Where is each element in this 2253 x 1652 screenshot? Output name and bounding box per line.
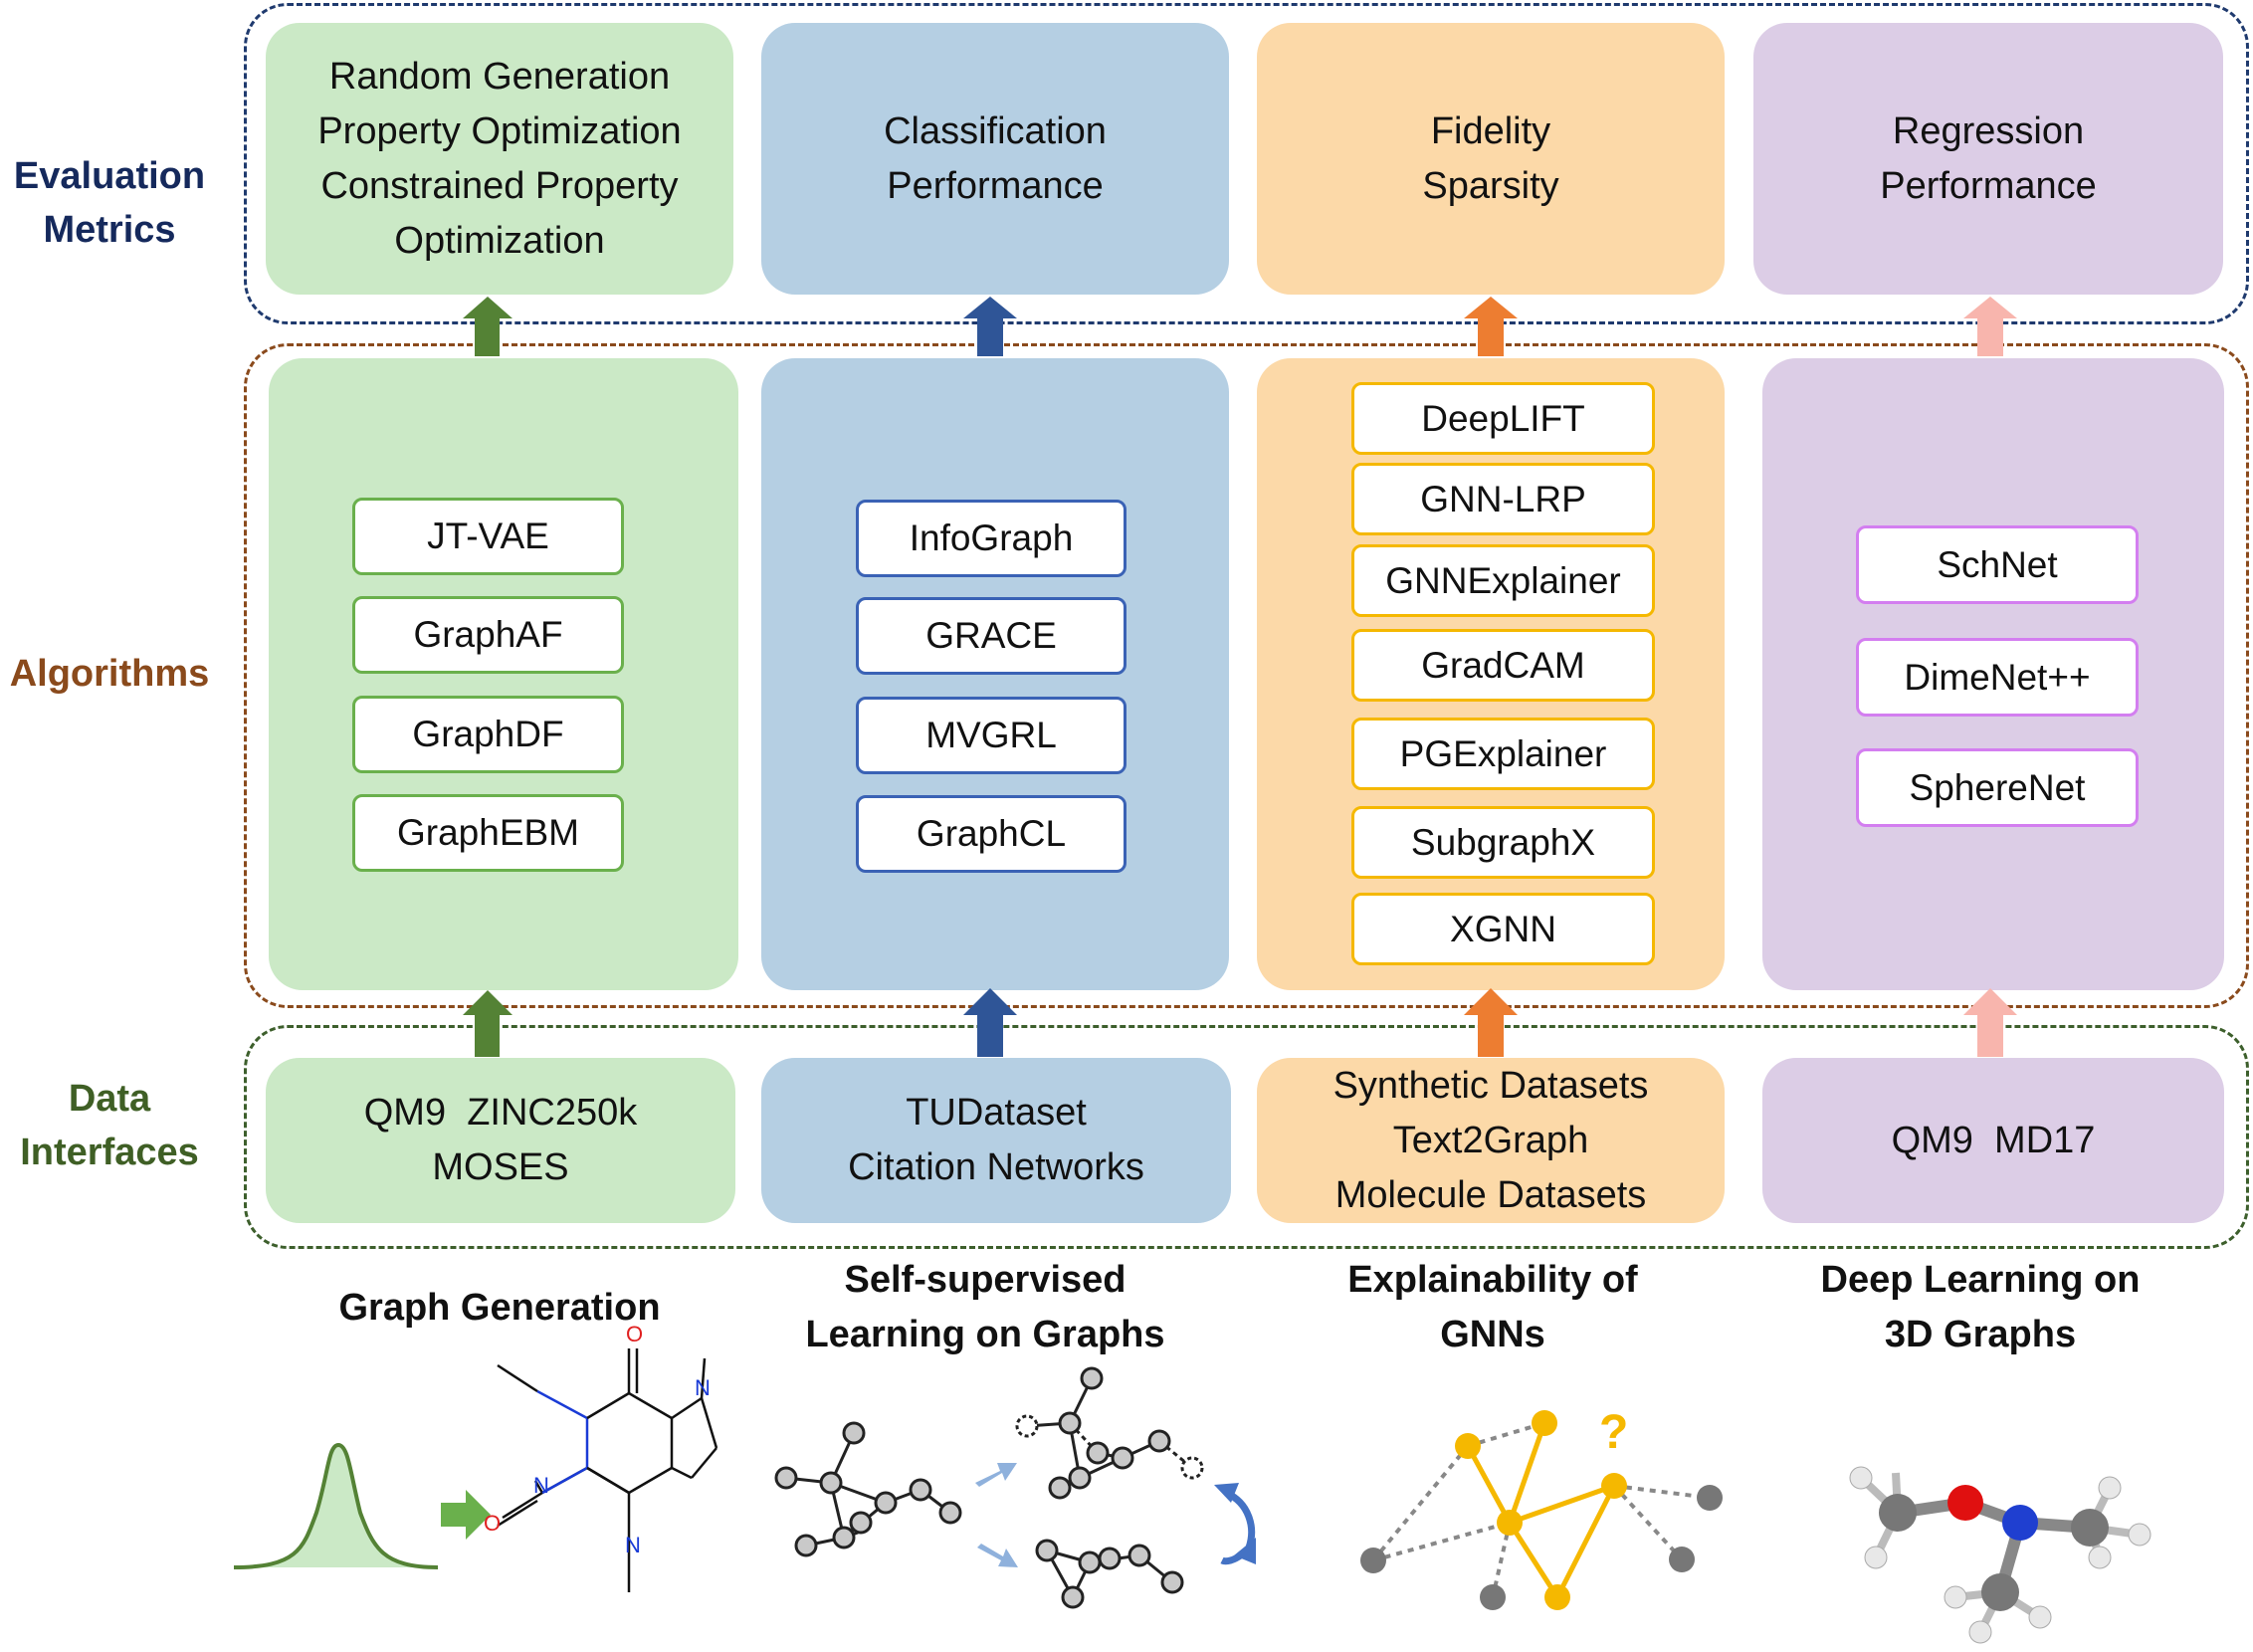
row-label-algorithms: Algorithms: [0, 647, 219, 701]
caffeine-nitrogen-1: N: [533, 1473, 549, 1498]
algorithm-chip-subgraphx: SubgraphX: [1351, 806, 1655, 879]
augmented-graph-b-icon: [1035, 1539, 1184, 1609]
metrics-panel-graph-generation: Random Generation Property Optimization …: [266, 23, 733, 295]
caffeine-oxygen-left: O: [484, 1511, 501, 1536]
metric-optimization: Optimization: [394, 219, 605, 262]
row-label-evaluation-line2: Metrics: [43, 209, 176, 251]
algorithm-chip-schnet: SchNet: [1856, 525, 2139, 604]
data-qm9-md17: QM9 MD17: [1891, 1119, 2096, 1161]
data-panel-self-supervised: TUDataset Citation Networks: [761, 1058, 1231, 1223]
algorithm-chip-pgexplainer: PGExplainer: [1351, 718, 1655, 790]
gaussian-distribution-icon: [233, 1442, 439, 1569]
algorithm-chip-mvgrl: MVGRL: [856, 697, 1126, 774]
row-label-data-line1: Data: [68, 1078, 151, 1120]
metric-random-generation: Random Generation: [328, 55, 671, 98]
algorithms-panel-graph-generation: [269, 358, 738, 990]
metrics-panel-explainability: Fidelity Sparsity: [1257, 23, 1725, 295]
caption-self-supervised-line1: Self-supervised: [844, 1259, 1126, 1301]
algorithm-chip-graphcl: GraphCL: [856, 795, 1126, 873]
caption-graph-generation-line1: Graph Generation: [338, 1287, 661, 1329]
metrics-panel-3d-graphs: Regression Performance: [1753, 23, 2223, 295]
row-label-algorithms-line1: Algorithms: [9, 653, 210, 695]
algorithm-chip-dimenet: DimeNet++: [1856, 638, 2139, 717]
algorithm-chip-spherenet: SphereNet: [1856, 748, 2139, 827]
caption-3d-graphs-line2: 3D Graphs: [1884, 1314, 2077, 1355]
row-label-data-interfaces: Data Interfaces: [0, 1072, 219, 1179]
data-tudataset: TUDataset: [906, 1092, 1087, 1134]
question-mark-icon: ?: [1599, 1406, 1628, 1459]
contrast-arrow-head-top: [1214, 1483, 1239, 1503]
metric-classification: Classification: [884, 109, 1107, 152]
contrast-arrow-head-bottom: [1234, 1538, 1256, 1564]
data-molecule-datasets: Molecule Datasets: [1334, 1173, 1647, 1216]
caption-self-supervised-line2: Learning on Graphs: [805, 1314, 1165, 1355]
evaluation-metrics-frame: [244, 3, 2249, 324]
up-arrow-blue-bottom: [963, 988, 1017, 1057]
metric-constrained-property: Constrained Property: [320, 164, 679, 207]
metrics-panel-self-supervised: Classification Performance: [761, 23, 1229, 295]
up-arrow-pink-bottom: [1963, 988, 2017, 1057]
data-interfaces-frame: [244, 1025, 2249, 1249]
data-panel-graph-generation: QM9 ZINC250k MOSES: [266, 1058, 735, 1223]
caption-3d-graphs-line1: Deep Learning on: [1820, 1259, 2141, 1301]
up-arrow-green-top: [463, 297, 512, 356]
data-moses: MOSES: [432, 1146, 569, 1188]
data-citation-networks: Citation Networks: [848, 1146, 1144, 1188]
explanation-graph-icon: [1360, 1410, 1723, 1610]
augment-arrow-down-icon: [977, 1544, 1018, 1567]
algorithm-chip-graphebm: GraphEBM: [352, 794, 624, 872]
up-arrow-blue-top: [963, 297, 1017, 356]
up-arrow-pink-top: [1963, 297, 2017, 356]
caffeine-nitrogen-2: N: [625, 1533, 641, 1557]
algorithm-chip-deeplift: DeepLIFT: [1351, 382, 1655, 455]
data-synthetic-datasets: Synthetic Datasets: [1332, 1064, 1649, 1107]
row-label-data-line2: Interfaces: [20, 1132, 199, 1173]
caption-explainability: Explainability of GNNs: [1244, 1253, 1741, 1362]
up-arrow-orange-top: [1464, 297, 1518, 356]
metric-regression-performance: Performance: [1880, 164, 2097, 207]
up-arrow-orange-bottom: [1464, 988, 1518, 1057]
algorithm-chip-graphdf: GraphDF: [352, 696, 624, 773]
caffeine-molecule-icon: [497, 1348, 718, 1592]
augment-arrow-up-icon: [975, 1463, 1017, 1487]
algorithm-chip-jt-vae: JT-VAE: [352, 498, 624, 575]
data-text2graph: Text2Graph: [1392, 1119, 1589, 1161]
metric-sparsity: Sparsity: [1422, 164, 1559, 207]
caption-3d-graphs: Deep Learning on 3D Graphs: [1732, 1253, 2229, 1362]
algorithms-frame: [244, 343, 2249, 1008]
caffeine-oxygen-top: O: [626, 1322, 643, 1346]
caption-self-supervised: Self-supervised Learning on Graphs: [736, 1253, 1234, 1362]
algorithm-chip-infograph: InfoGraph: [856, 500, 1126, 577]
row-label-evaluation-metrics: Evaluation Metrics: [0, 149, 219, 257]
algorithm-chip-graphaf: GraphAF: [352, 596, 624, 674]
caption-explainability-line1: Explainability of: [1347, 1259, 1638, 1301]
data-qm9-zinc250k: QM9 ZINC250k: [363, 1092, 638, 1134]
metric-performance: Performance: [887, 164, 1104, 207]
right-arrow-green-icon: [441, 1490, 491, 1540]
metric-fidelity: Fidelity: [1430, 109, 1551, 152]
caption-graph-generation: Graph Generation: [266, 1281, 733, 1336]
data-panel-3d-graphs: QM9 MD17: [1762, 1058, 2224, 1223]
data-panel-explainability: Synthetic Datasets Text2Graph Molecule D…: [1257, 1058, 1725, 1223]
algorithm-chip-gradcam: GradCAM: [1351, 629, 1655, 702]
input-graph-icon: [774, 1421, 962, 1557]
algorithm-chip-xgnn: XGNN: [1351, 893, 1655, 965]
row-label-evaluation-line1: Evaluation: [13, 155, 206, 197]
metric-property-optimization: Property Optimization: [317, 109, 682, 152]
algorithm-chip-gnn-lrp: GNN-LRP: [1351, 463, 1655, 535]
algorithm-chip-gnnexplainer: GNNExplainer: [1351, 544, 1655, 617]
caffeine-nitrogen-3: N: [695, 1375, 711, 1400]
metric-regression: Regression: [1892, 109, 2085, 152]
up-arrow-green-bottom: [463, 990, 512, 1057]
augmented-graph-a-icon: [1015, 1366, 1204, 1500]
caption-explainability-line2: GNNs: [1440, 1314, 1545, 1355]
3d-molecule-icon: [1849, 1466, 2151, 1644]
algorithm-chip-grace: GRACE: [856, 597, 1126, 675]
